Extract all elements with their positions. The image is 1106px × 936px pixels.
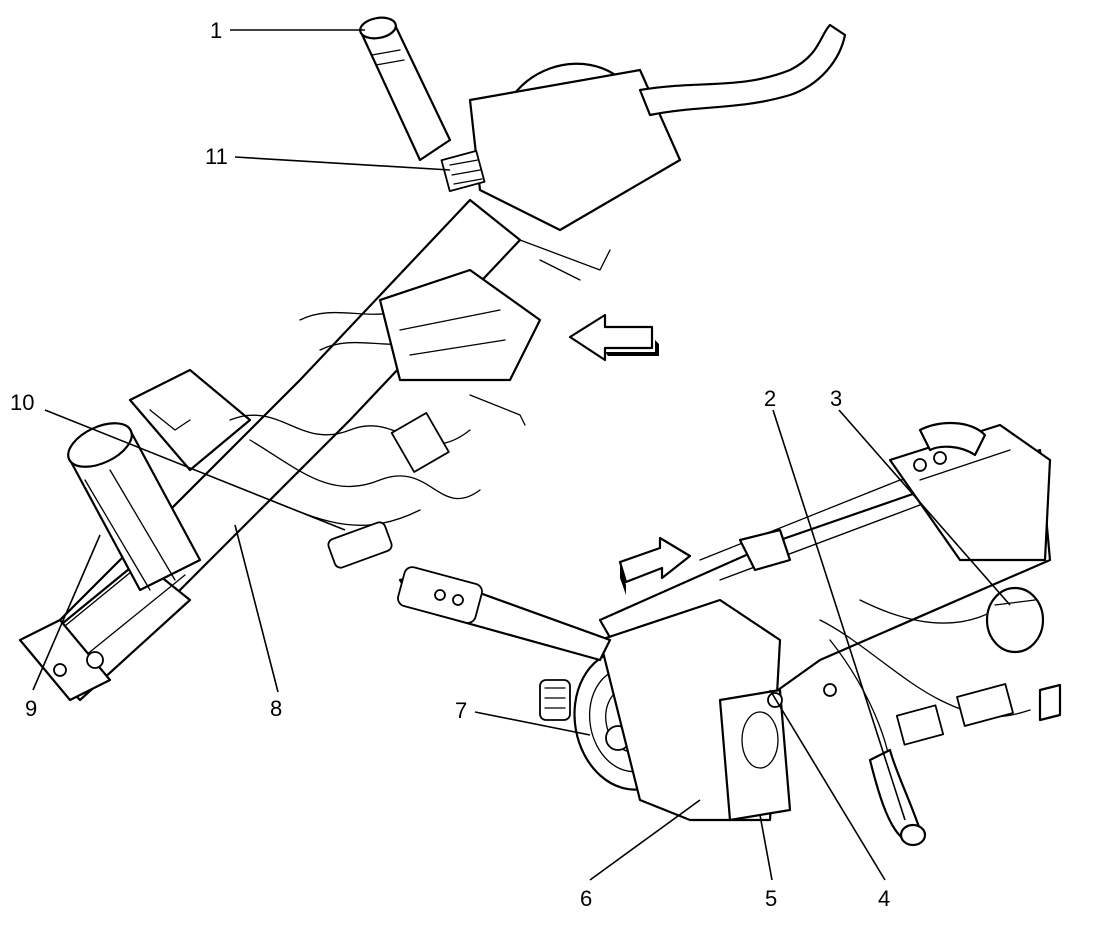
arrow-diagonal-icon bbox=[618, 536, 692, 595]
leader-line-7 bbox=[474, 711, 591, 736]
callout-11: 11 bbox=[205, 144, 228, 169]
leader-line-4 bbox=[769, 689, 886, 881]
steering-column-assembly-lower bbox=[397, 421, 1062, 847]
callout-8: 8 bbox=[270, 696, 282, 721]
leader-line-2 bbox=[772, 409, 906, 821]
leader-line-6 bbox=[589, 799, 701, 881]
leader-line-11 bbox=[234, 156, 451, 171]
callout-2: 2 bbox=[764, 386, 776, 411]
callout-labels: 1 2 3 4 5 6 7 8 9 10 11 bbox=[10, 18, 890, 911]
steering-column-assembly-upper bbox=[18, 16, 847, 702]
leader-lines bbox=[32, 29, 1011, 881]
leader-line-10 bbox=[44, 409, 346, 531]
leader-line-9 bbox=[32, 534, 101, 691]
leader-line-5 bbox=[759, 814, 773, 881]
callout-7: 7 bbox=[455, 698, 467, 723]
callout-4: 4 bbox=[878, 886, 890, 911]
leader-line-3 bbox=[838, 409, 1011, 606]
callout-6: 6 bbox=[580, 886, 592, 911]
arrow-left-icon bbox=[568, 313, 659, 362]
leader-line-8 bbox=[234, 524, 279, 693]
callout-1: 1 bbox=[210, 18, 222, 43]
callout-5: 5 bbox=[765, 886, 777, 911]
callout-9: 9 bbox=[25, 696, 37, 721]
callout-10: 10 bbox=[10, 390, 34, 415]
callout-3: 3 bbox=[830, 386, 842, 411]
